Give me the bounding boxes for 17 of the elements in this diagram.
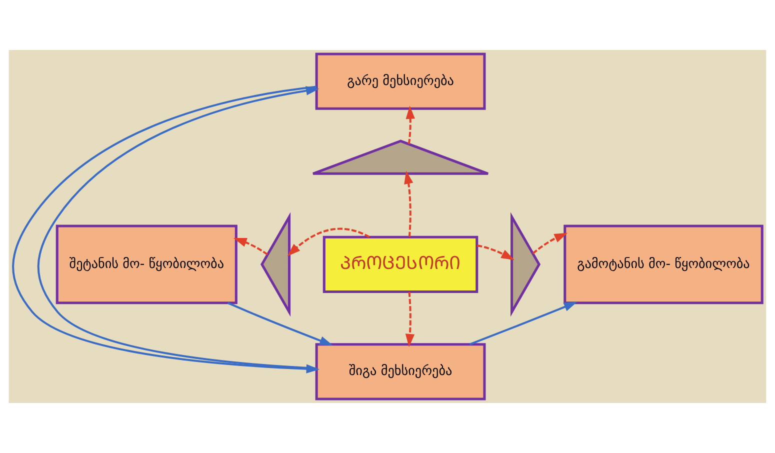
arrow	[532, 232, 568, 254]
arrow	[287, 228, 370, 256]
node-triangle	[312, 140, 490, 175]
node-box: გამოტანის მო- წყობილობა	[564, 224, 764, 304]
node-box: ᲞᲠᲝᲪᲔᲡᲝᲠᲘ	[322, 236, 478, 293]
arrow	[404, 170, 414, 237]
node-box: შიგა მეხსიერება	[315, 343, 486, 400]
arrow	[476, 244, 514, 260]
node-triangle	[510, 212, 541, 317]
node-box: გარე მეხსიერება	[315, 52, 486, 110]
node-triangle	[260, 212, 291, 317]
arrow	[469, 302, 578, 346]
arrow	[406, 106, 415, 144]
node-box: შეტანის მო- წყობილობა	[56, 224, 238, 304]
arrow	[233, 238, 268, 256]
arrow	[227, 302, 333, 346]
arrow	[405, 292, 415, 348]
